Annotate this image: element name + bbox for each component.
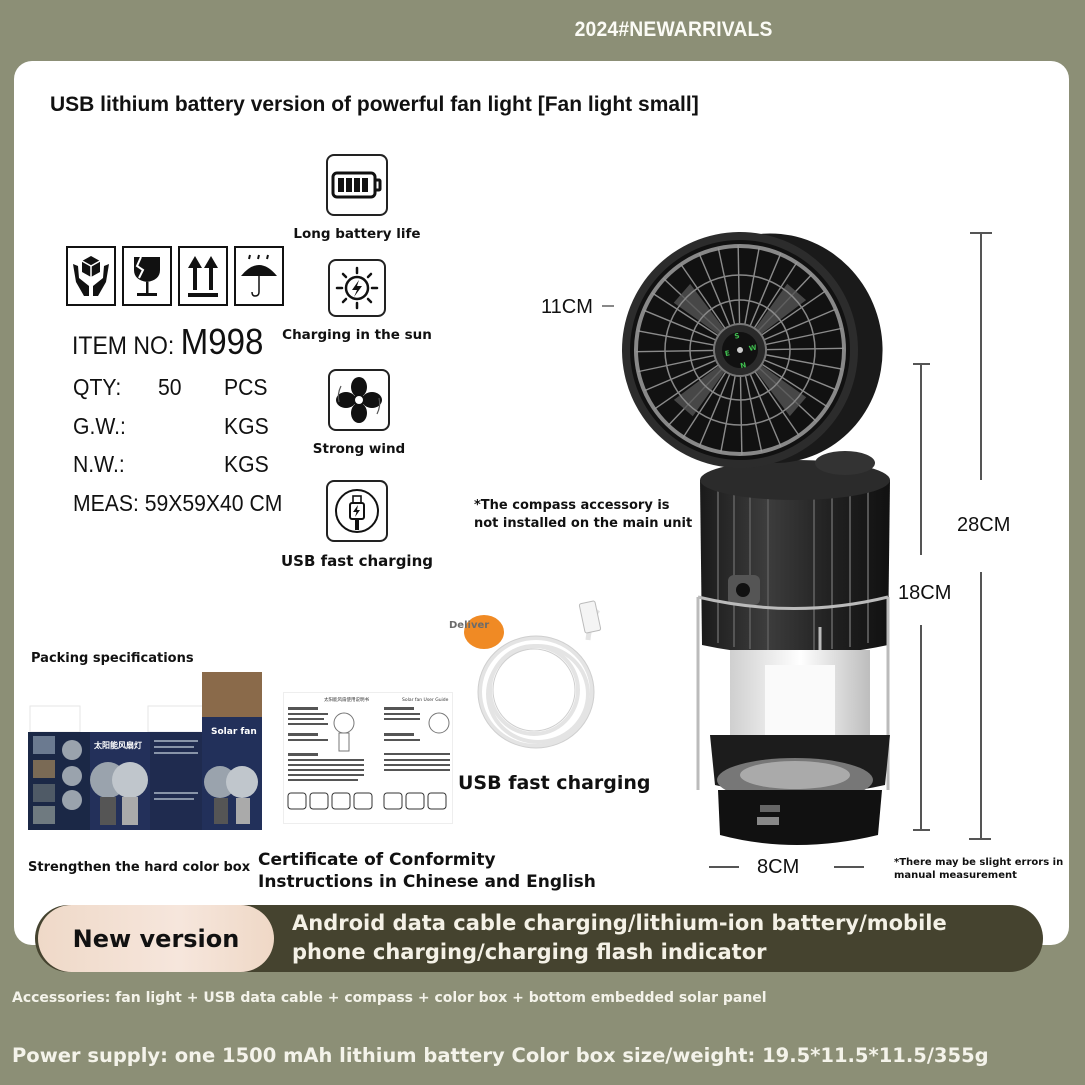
handle-with-care-icon	[66, 246, 116, 306]
fan-diameter-tick	[602, 305, 614, 307]
usb-cable-caption: USB fast charging	[458, 772, 651, 794]
svg-text:S: S	[734, 332, 741, 341]
color-box-image: 太阳能风扇灯 Solar fan	[28, 672, 264, 832]
measurement-note: *There may be slight errors in manual me…	[894, 857, 1064, 881]
total-height-label: 28CM	[957, 514, 1011, 536]
feature-label: Charging in the sun	[282, 327, 432, 343]
svg-text:E: E	[724, 349, 731, 358]
power-supply-text: Power supply: one 1500 mAh lithium batte…	[12, 1044, 989, 1067]
base-width-label: 8CM	[757, 856, 800, 878]
height-28-line-top	[980, 232, 982, 480]
qty-value: 50	[158, 374, 182, 400]
fan-light-product-image: S N E W	[600, 225, 900, 855]
height-28-bottom-cap	[969, 838, 991, 840]
new-version-pill: New version	[38, 905, 274, 972]
banner-description: Android data cable charging/lithium-ion …	[292, 911, 947, 964]
svg-text:W: W	[748, 344, 757, 353]
compass-note: *The compass accessory is not installed …	[474, 498, 693, 531]
color-box-caption: Strengthen the hard color box	[28, 860, 251, 875]
this-way-up-icon	[178, 246, 228, 306]
body-height-label: 18CM	[898, 582, 952, 604]
height-18-bottom-cap	[913, 829, 930, 831]
battery-icon	[326, 154, 388, 216]
svg-text:N: N	[740, 361, 748, 370]
new-arrivals-tagline: 2024#NEWARRIVALS	[574, 18, 773, 41]
feature-usb-fast-charging: USB fast charging	[277, 480, 437, 570]
svg-text:太阳能风扇使用说明书: 太阳能风扇使用说明书	[324, 696, 369, 703]
product-title: USB lithium battery version of powerful …	[50, 93, 699, 116]
packing-specifications-label: Packing specifications	[31, 651, 194, 666]
instruction-manual-image: 太阳能风扇使用说明书 Solar fan User Guide	[283, 692, 453, 824]
fragile-glass-icon	[122, 246, 172, 306]
height-28-line-bottom	[980, 572, 982, 840]
net-weight-label: N.W.:	[73, 451, 125, 477]
item-number-value: M998	[180, 321, 264, 362]
net-weight-unit: KGS	[224, 451, 269, 477]
measurement-value: 59X59X40 CM	[144, 490, 283, 516]
base-width-line-left	[709, 866, 739, 868]
manual-caption: Certificate of Conformity Instructions i…	[258, 850, 596, 892]
qty-label: QTY:	[73, 374, 122, 400]
gross-weight-label: G.W.:	[73, 413, 126, 439]
item-number-label: ITEM NO:	[72, 332, 175, 360]
gross-weight-unit: KGS	[224, 413, 269, 439]
shipping-marks	[66, 246, 284, 306]
height-18-line-top	[920, 363, 922, 555]
fan-diameter-label: 11CM	[541, 296, 593, 318]
keep-dry-umbrella-icon	[234, 246, 284, 306]
feature-label: Strong wind	[312, 441, 406, 457]
feature-strong-wind: Strong wind	[279, 369, 439, 457]
sun-charging-icon	[328, 259, 386, 317]
fan-icon	[328, 369, 390, 431]
measurement-row: MEAS: 59X59X40 CM	[73, 490, 282, 517]
base-width-line-right	[834, 866, 864, 868]
feature-label: USB fast charging	[281, 552, 433, 570]
measurement-label: MEAS:	[73, 490, 139, 516]
cable-deliver-tag: Deliver	[449, 620, 490, 631]
usb-cable-icon	[326, 480, 388, 542]
feature-long-battery: Long battery life	[277, 154, 437, 242]
usb-cable-image	[450, 600, 610, 760]
qty-unit: PCS	[224, 374, 268, 400]
box-cn-title: 太阳能风扇灯	[93, 740, 142, 750]
svg-text:Solar fan User Guide: Solar fan User Guide	[402, 697, 449, 703]
accessories-text: Accessories: fan light + USB data cable …	[12, 990, 767, 1006]
box-en-title: Solar fan	[211, 727, 257, 737]
feature-label: Long battery life	[293, 226, 421, 242]
item-number: ITEM NO: M998	[72, 321, 263, 363]
height-18-line-bottom	[920, 625, 922, 830]
feature-solar-charging: Charging in the sun	[277, 259, 437, 343]
new-version-label: New version	[72, 924, 240, 953]
